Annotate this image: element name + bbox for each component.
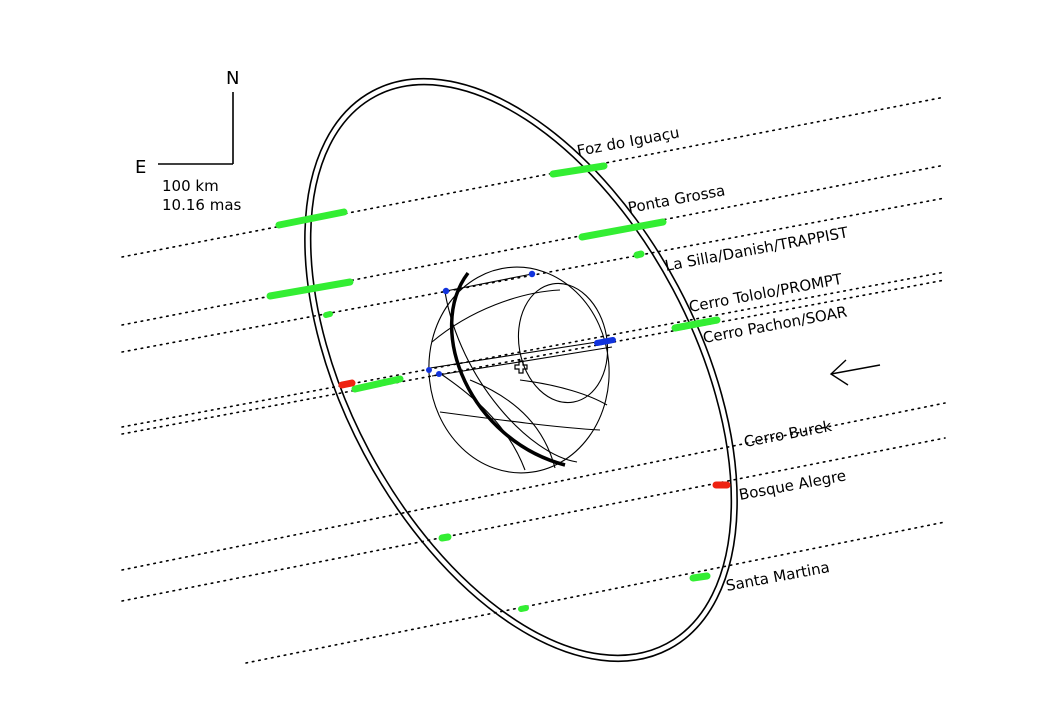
body-terminator — [517, 282, 609, 404]
body-parallel-1 — [431, 289, 561, 343]
label-la-silla: La Silla/Danish/TRAPPIST — [663, 223, 850, 275]
body-parallel-3 — [439, 411, 601, 431]
east-label: E — [135, 157, 146, 178]
limb-points — [426, 270, 616, 377]
label-ponta-grossa: Ponta Grossa — [626, 181, 726, 217]
limb-point-4 — [436, 371, 442, 377]
compass-rose: N E — [135, 68, 239, 178]
limb-point-2 — [528, 270, 536, 278]
chord-lines — [121, 96, 946, 664]
body-meridian-3 — [437, 371, 526, 471]
segment-foz-do-iguacu — [549, 162, 608, 178]
segment-cerro-tololo — [671, 316, 721, 332]
ring-inner — [309, 83, 733, 657]
body-equator-a — [429, 339, 611, 369]
body-parallel-2 — [519, 379, 608, 406]
body-chord-top — [445, 273, 533, 292]
segment-la-silla — [633, 250, 645, 259]
segment-ponta-west — [266, 278, 354, 300]
chord-cerro-tololo — [121, 271, 946, 428]
chord-la-silla — [121, 197, 946, 353]
scale-mas-label: 10.16 mas — [162, 196, 242, 214]
segment-santa-martina — [689, 572, 711, 582]
segment-cerro-burek — [438, 533, 452, 542]
segment-foz-west — [275, 208, 348, 229]
body-meridian-2 — [444, 291, 578, 463]
arrow-left-icon — [829, 359, 881, 386]
segment-santa-martina-west — [518, 605, 529, 612]
segment-la-silla-west — [323, 311, 333, 318]
ring-event-west — [338, 379, 356, 389]
north-label: N — [226, 68, 239, 89]
central-body — [428, 266, 613, 474]
limb-point-5 — [594, 337, 616, 346]
scale-bar: 100 km 10.16 mas — [162, 177, 242, 214]
ring-outer — [304, 77, 738, 663]
scale-km-label: 100 km — [162, 177, 219, 195]
occultation-segments — [266, 162, 721, 612]
label-santa-martina: Santa Martina — [724, 558, 831, 595]
chord-cerro-pachon — [121, 279, 946, 435]
body-limb — [428, 266, 610, 474]
label-cerro-burek: Cerro Burek — [742, 417, 833, 451]
chord-santa-martina — [245, 521, 946, 664]
ring-events — [338, 379, 731, 489]
body-meridian-thick — [450, 271, 566, 467]
limb-point-3 — [426, 367, 432, 373]
label-bosque-alegre: Bosque Alegre — [737, 466, 847, 503]
limb-point-1 — [442, 287, 450, 295]
cross-icon — [514, 360, 528, 374]
segment-cerro-pachon-west — [351, 375, 404, 393]
label-foz-do-iguacu: Foz do Iguaçu — [575, 123, 680, 160]
body-meridian-4 — [469, 379, 556, 469]
ring-system — [304, 77, 738, 663]
segment-ponta-grossa — [578, 218, 667, 241]
